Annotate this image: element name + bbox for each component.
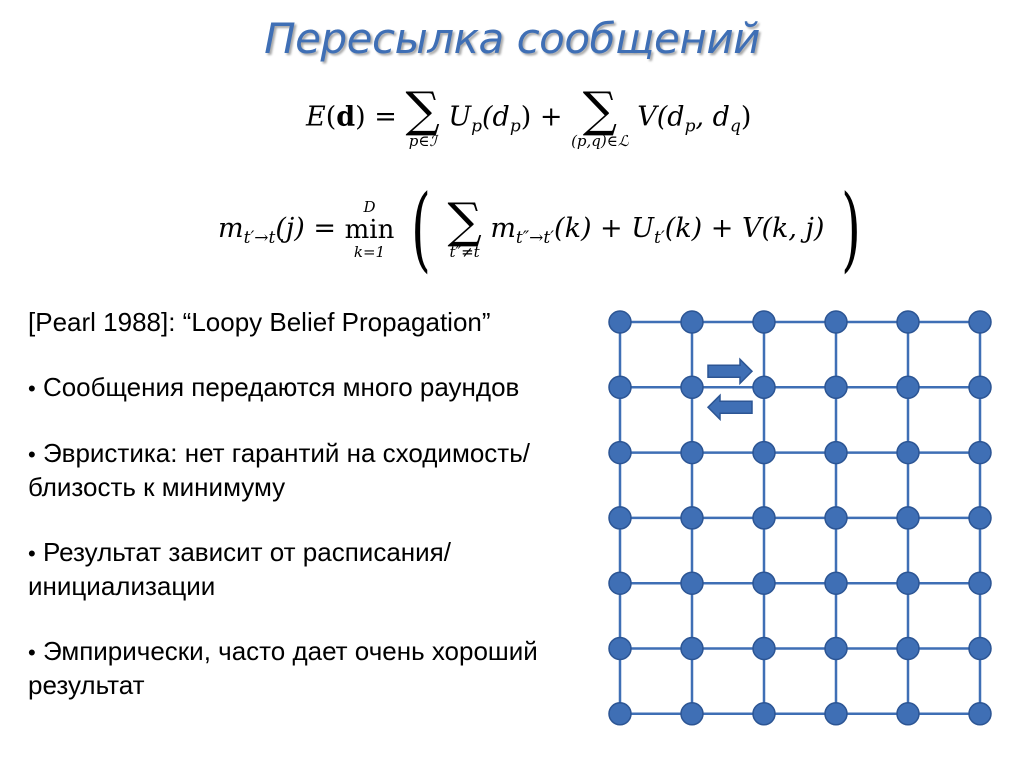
grid-node: [680, 702, 704, 726]
reference-line: [Pearl 1988]: “Loopy Belief Propagation”: [28, 307, 491, 337]
grid-node: [968, 506, 992, 530]
grid-node: [896, 375, 920, 400]
energy-formula: E(d) = ∑ p∈ℐ Up(dp) + ∑ (p,q)∈ℒ V(dp, dq…: [306, 82, 752, 150]
grid-node: [896, 702, 920, 726]
grid-node: [896, 571, 920, 595]
bullet-item: • Сообщения передаются много раундов: [28, 372, 520, 402]
grid-node: [824, 702, 848, 726]
bullet-item: • Эвристика: нет гарантий на сходимость/…: [28, 438, 530, 502]
bullet-item: • Эмпирически, часто дает очень хороший …: [28, 636, 538, 700]
sum-limit-pixels: p∈ℐ: [408, 132, 437, 150]
grid-node: [608, 440, 632, 465]
grid-node: [824, 440, 848, 465]
grid-node: [608, 506, 632, 530]
grid-graph-diagram: [608, 310, 992, 726]
grid-node: [752, 636, 776, 661]
grid-node: [824, 636, 848, 661]
grid-node: [824, 310, 848, 334]
bullet-item: • Результат зависит от расписания/инициа…: [28, 537, 451, 601]
grid-node: [896, 310, 920, 334]
grid-node: [680, 636, 704, 661]
grid-node: [752, 702, 776, 726]
grid-node: [824, 571, 848, 595]
grid-node: [968, 440, 992, 465]
sum-operator: ∑ p∈ℐ: [405, 82, 440, 150]
grid-node: [608, 636, 632, 661]
slide-title: Пересылка сообщений: [264, 14, 760, 63]
slide-body: [Pearl 1988]: “Loopy Belief Propagation”…: [28, 306, 588, 734]
message-formula: mt′→t(j) = D min k=1 ( ∑ t″≠t mt″→t′(k) …: [218, 175, 861, 282]
grid-node: [752, 506, 776, 530]
grid-node: [752, 375, 776, 400]
grid-node: [680, 571, 704, 595]
grid-node: [896, 636, 920, 661]
grid-node: [968, 571, 992, 595]
grid-node: [608, 375, 632, 400]
grid-node: [968, 702, 992, 726]
sum-limit-edges: (p,q)∈ℒ: [571, 132, 629, 150]
sum-operator: ∑ t″≠t: [447, 193, 482, 262]
message-arrow-left: [706, 393, 753, 422]
grid-node: [824, 375, 848, 400]
grid-node: [752, 310, 776, 334]
grid-node: [680, 440, 704, 465]
grid-node: [680, 310, 704, 334]
min-operator: D min k=1: [344, 197, 395, 261]
grid-node: [968, 375, 992, 400]
message-arrow-right: [707, 357, 754, 386]
grid-node: [968, 310, 992, 334]
grid-node: [896, 440, 920, 465]
grid-node: [608, 310, 632, 334]
grid-node: [608, 571, 632, 595]
grid-node: [752, 571, 776, 595]
grid-node: [608, 702, 632, 726]
sum-operator: ∑ (p,q)∈ℒ: [571, 82, 629, 150]
grid-node: [896, 506, 920, 530]
grid-node: [824, 506, 848, 530]
grid-node: [680, 506, 704, 530]
grid-node: [680, 375, 704, 400]
grid-node: [752, 440, 776, 465]
grid-node: [968, 636, 992, 661]
